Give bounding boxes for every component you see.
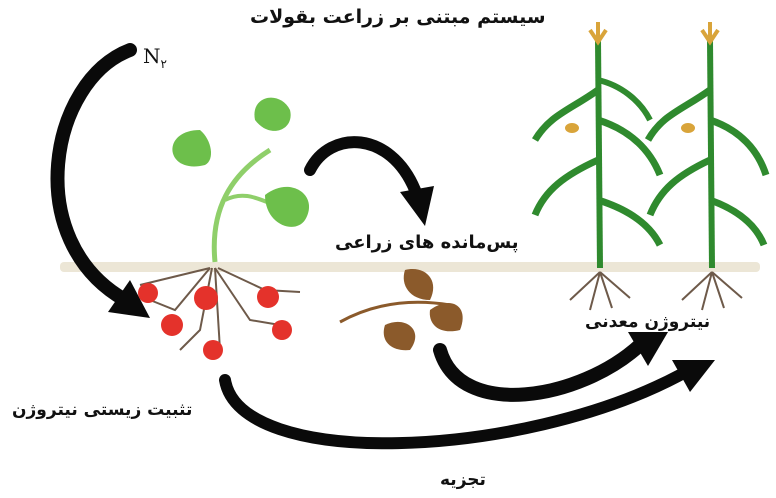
crop-residues-label: پس‌مانده های زراعی	[335, 232, 519, 253]
legume-leaf	[254, 98, 290, 131]
nodule	[161, 314, 183, 336]
n2-label: N۲	[143, 44, 167, 71]
nodule	[194, 286, 218, 310]
diagram-title: سیستم مبتنی بر زراعت بقولات	[250, 6, 546, 28]
decomposition-arrows	[225, 332, 715, 443]
residue-arrow	[310, 142, 434, 226]
legume-leaf	[265, 187, 309, 227]
nodule	[272, 320, 292, 340]
n2-fixation-arrow	[58, 50, 150, 318]
residue-leaves	[340, 269, 463, 350]
nodule	[138, 283, 158, 303]
mineral-nitrogen-label: نیتروژن معدنی	[585, 312, 710, 332]
nodule	[257, 286, 279, 308]
nodule	[203, 340, 223, 360]
legume-leaf	[172, 130, 211, 166]
legume-plant	[138, 98, 309, 360]
decomposition-label: تجزیه	[440, 470, 486, 490]
n2-symbol: N	[143, 44, 161, 68]
biological-fixation-label: تثبیت زیستی نیتروژن	[12, 400, 192, 420]
n2-subscript: ۲	[161, 57, 167, 71]
